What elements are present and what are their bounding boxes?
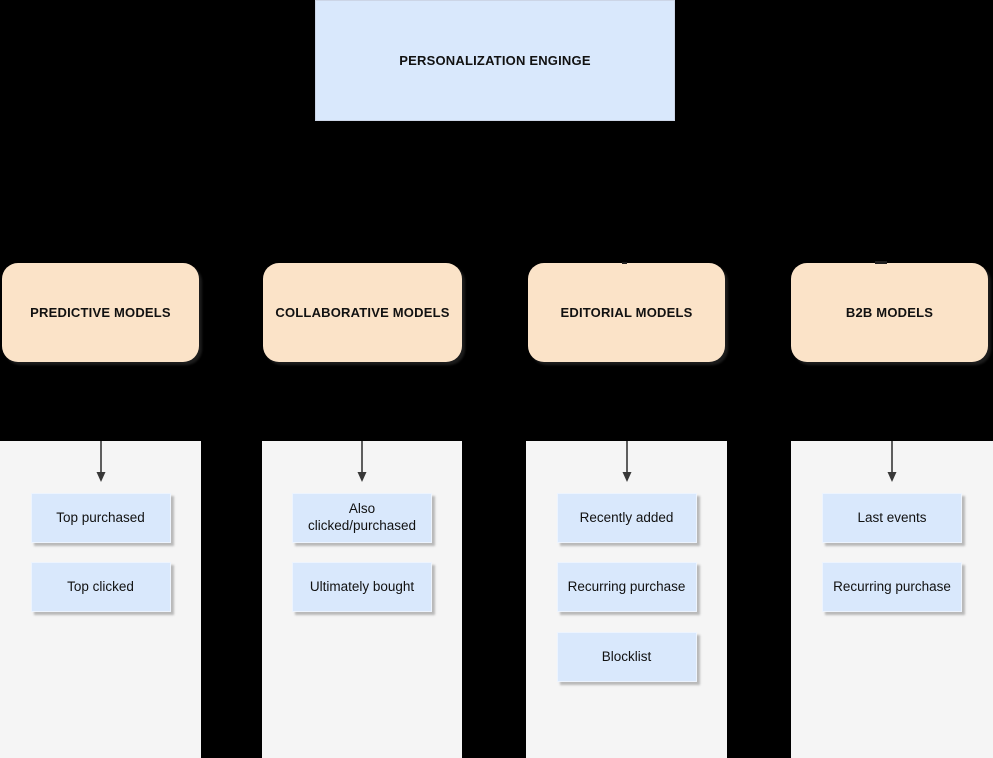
leaf-node-label: Ultimately bought: [309, 578, 415, 594]
category-label: B2B MODELS: [845, 305, 934, 320]
panel-predictive: Top purchased Top clicked: [0, 441, 201, 758]
category-node-predictive: PREDICTIVE MODELS: [2, 263, 199, 362]
category-node-editorial: EDITORIAL MODELS: [528, 263, 725, 362]
category-label: PREDICTIVE MODELS: [30, 305, 171, 320]
down-arrow-icon: [622, 441, 631, 482]
leaf-node-label: Blocklist: [601, 648, 652, 664]
leaf-node-label: Top clicked: [67, 578, 134, 594]
leaf-node-label: Top purchased: [56, 509, 145, 525]
leaf-node: Blocklist: [556, 632, 697, 682]
leaf-node: Top clicked: [30, 562, 171, 612]
leaf-node: Last events: [822, 493, 962, 543]
leaf-node: Ultimately bought: [292, 562, 432, 612]
panel-b2b: Last events Recurring purchase: [791, 441, 993, 758]
leaf-node-label: Recurring purchase: [833, 578, 951, 594]
down-arrow-icon: [887, 441, 897, 482]
down-arrow-icon: [357, 441, 367, 482]
category-label: COLLABORATIVE MODELS: [275, 305, 450, 320]
leaf-node: Top purchased: [30, 493, 171, 543]
leaf-node: Also clicked/purchased: [292, 493, 432, 543]
panel-collaborative: Also clicked/purchased Ultimately bought: [262, 441, 462, 758]
root-node-personalization-engine: PERSONALIZATION ENGINGE: [315, 0, 675, 121]
category-node-b2b: B2B MODELS: [791, 263, 988, 362]
leaf-node-label: Last events: [857, 509, 927, 525]
connector-arrowhead-remnant-icon: [875, 261, 887, 264]
leaf-node: Recurring purchase: [822, 562, 962, 612]
leaf-node: Recently added: [556, 493, 697, 543]
leaf-node-label: Recurring purchase: [567, 578, 686, 594]
category-label: EDITORIAL MODELS: [560, 305, 693, 320]
connector-arrowhead-remnant-icon: [622, 262, 627, 264]
leaf-node-label: Also clicked/purchased: [307, 501, 417, 533]
category-node-collaborative: COLLABORATIVE MODELS: [263, 263, 462, 362]
down-arrow-icon: [96, 441, 105, 482]
root-node-label: PERSONALIZATION ENGINGE: [399, 53, 591, 68]
leaf-node: Recurring purchase: [556, 562, 697, 612]
leaf-node-label: Recently added: [579, 509, 674, 525]
panel-editorial: Recently added Recurring purchase Blockl…: [526, 441, 727, 758]
